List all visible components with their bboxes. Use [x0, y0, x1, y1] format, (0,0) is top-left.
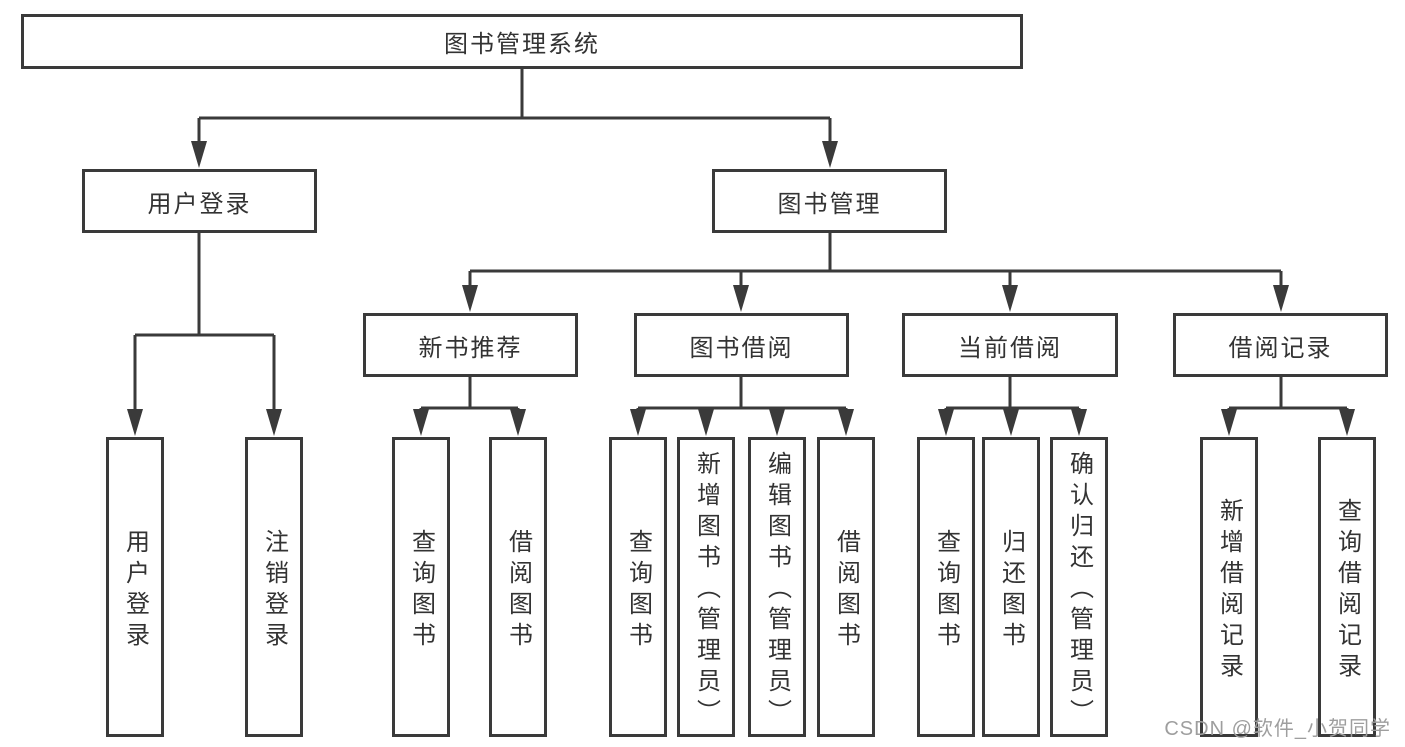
leaf-edit-books-admin-label: 编辑图书（管理员）: [763, 451, 791, 730]
leaf-newbook-borrow-books-label: 借阅图书: [504, 528, 532, 653]
leaf-return-books: 归还图书: [982, 437, 1040, 737]
node-book-management-label: 图书管理: [777, 190, 882, 218]
node-user-login: 用户登录: [82, 169, 317, 233]
node-borrow-records-label: 借阅记录: [1228, 334, 1333, 362]
leaf-confirm-return-admin: 确认归还（管理员）: [1050, 437, 1108, 737]
node-new-book-recommend-label: 新书推荐: [418, 334, 523, 362]
leaf-add-books-admin-label: 新增图书（管理员）: [692, 451, 720, 730]
leaf-add-books-admin: 新增图书（管理员）: [677, 437, 735, 737]
leaf-borrow-books-label: 借阅图书: [832, 528, 860, 653]
node-borrow-records: 借阅记录: [1173, 313, 1388, 377]
leaf-user-login-label: 用户登录: [121, 528, 149, 653]
leaf-add-borrow-record: 新增借阅记录: [1200, 437, 1258, 737]
leaf-borrow-query-books: 查询图书: [609, 437, 667, 737]
leaf-logout-label: 注销登录: [260, 528, 288, 653]
leaf-logout: 注销登录: [245, 437, 303, 737]
leaf-return-books-label: 归还图书: [997, 528, 1025, 653]
node-root: 图书管理系统: [21, 14, 1023, 69]
watermark: CSDN @软件_小贺同学: [1164, 718, 1391, 740]
leaf-newbook-query-books: 查询图书: [392, 437, 450, 737]
leaf-edit-books-admin: 编辑图书（管理员）: [748, 437, 806, 737]
node-root-label: 图书管理系统: [444, 31, 600, 58]
node-new-book-recommend: 新书推荐: [363, 313, 578, 377]
node-book-borrow-label: 图书借阅: [689, 334, 794, 362]
leaf-query-borrow-record: 查询借阅记录: [1318, 437, 1376, 737]
leaf-add-borrow-record-label: 新增借阅记录: [1215, 497, 1243, 684]
node-book-management: 图书管理: [712, 169, 947, 233]
leaf-query-borrow-record-label: 查询借阅记录: [1333, 497, 1361, 684]
leaf-user-login: 用户登录: [106, 437, 164, 737]
leaf-confirm-return-admin-label: 确认归还（管理员）: [1065, 451, 1093, 730]
node-current-borrow: 当前借阅: [902, 313, 1118, 377]
node-current-borrow-label: 当前借阅: [958, 334, 1062, 362]
leaf-current-query-books: 查询图书: [917, 437, 975, 737]
leaf-current-query-books-label: 查询图书: [932, 528, 960, 653]
leaf-newbook-query-books-label: 查询图书: [407, 528, 435, 653]
leaf-newbook-borrow-books: 借阅图书: [489, 437, 547, 737]
leaf-borrow-books: 借阅图书: [817, 437, 875, 737]
node-user-login-label: 用户登录: [147, 190, 252, 218]
node-book-borrow: 图书借阅: [634, 313, 849, 377]
leaf-borrow-query-books-label: 查询图书: [624, 528, 652, 653]
